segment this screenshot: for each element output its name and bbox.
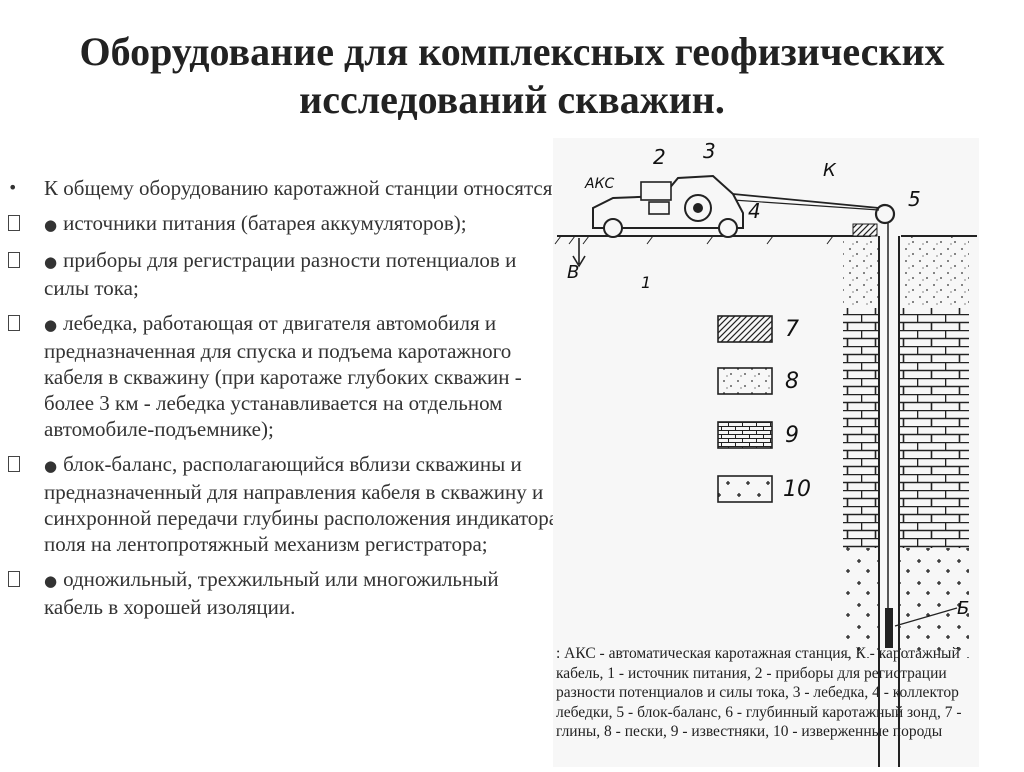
legend-clay-box [717, 315, 773, 343]
limestone-layer-left [843, 308, 879, 548]
logging-truck [592, 174, 744, 238]
bullet-dot-icon: ● [44, 253, 58, 271]
label-8: 8 [785, 369, 799, 394]
label-aks: АКС [584, 176, 615, 192]
item-text: приборы для регистрации разности потенци… [44, 248, 517, 300]
label-7: 7 [785, 317, 799, 342]
bullet-list: • К общему оборудованию каротажной станц… [0, 175, 560, 629]
bullet-dot-icon: ● [44, 572, 58, 590]
legend-igneous-box [717, 475, 773, 503]
box-bullet-icon [8, 215, 20, 231]
logging-probe [885, 608, 893, 648]
limestone-layer-right [899, 308, 969, 548]
label-k: К [823, 160, 837, 181]
box-bullet-icon [8, 315, 20, 331]
borehole [878, 214, 958, 767]
legend-limestone-box [717, 421, 773, 449]
bullet-dot-icon: • [8, 178, 18, 197]
bullet-dot-icon: ● [44, 216, 58, 234]
label-9: 9 [785, 423, 799, 448]
bullet-dot-icon: ● [44, 316, 58, 334]
label-2: 2 [653, 145, 666, 169]
list-item: • К общему оборудованию каротажной станц… [0, 175, 560, 201]
box-bullet-icon [8, 456, 20, 472]
slide-title: Оборудование для комплексных геофизическ… [79, 29, 945, 122]
list-item: ● источники питания (батарея аккумуляторо… [0, 210, 560, 238]
item-text: блок-баланс, располагающийся вблизи сква… [44, 452, 559, 556]
label-b: Б [957, 598, 969, 619]
list-item: ●одножильный, трехжильный или многожильн… [0, 566, 560, 620]
bullet-dot-icon: ● [44, 457, 58, 475]
label-v: В [567, 262, 579, 283]
legend-sand-box [717, 367, 773, 395]
well-logging-diagram: АКС 2 3 К 4 5 В 1 7 8 9 10 Б [554, 139, 977, 767]
igneous-layer-right [899, 548, 969, 658]
well-logging-figure: АКС 2 3 К 4 5 В 1 7 8 9 10 Б [553, 138, 979, 767]
intro-text: К общему оборудованию каротажной станции… [44, 176, 559, 200]
figure-caption: : АКС - автоматическая каротажная станци… [556, 645, 962, 741]
label-10: 10 [783, 477, 811, 502]
igneous-layer-left [843, 548, 879, 658]
item-text: лебедка, работающая от двигателя автомоб… [44, 311, 522, 441]
label-5: 5 [908, 187, 921, 211]
sand-layer-right [899, 238, 969, 308]
cable-line [732, 193, 880, 209]
list-item: ●блок-баланс, располагающийся вблизи скв… [0, 451, 560, 557]
box-bullet-icon [8, 252, 20, 268]
arrow-down-icon [572, 238, 586, 268]
sand-layer-left [843, 238, 879, 308]
box-bullet-icon [8, 571, 20, 587]
block-balance [852, 203, 896, 237]
item-text: источники питания (батарея аккумуляторов… [63, 211, 467, 235]
label-1: 1 [641, 273, 651, 292]
item-text: одножильный, трехжильный или многожильны… [44, 567, 499, 619]
list-item: ●лебедка, работающая от двигателя автомо… [0, 310, 560, 442]
label-4: 4 [748, 199, 761, 223]
list-item: ●приборы для регистрации разности потенц… [0, 247, 560, 301]
label-3: 3 [703, 139, 716, 163]
